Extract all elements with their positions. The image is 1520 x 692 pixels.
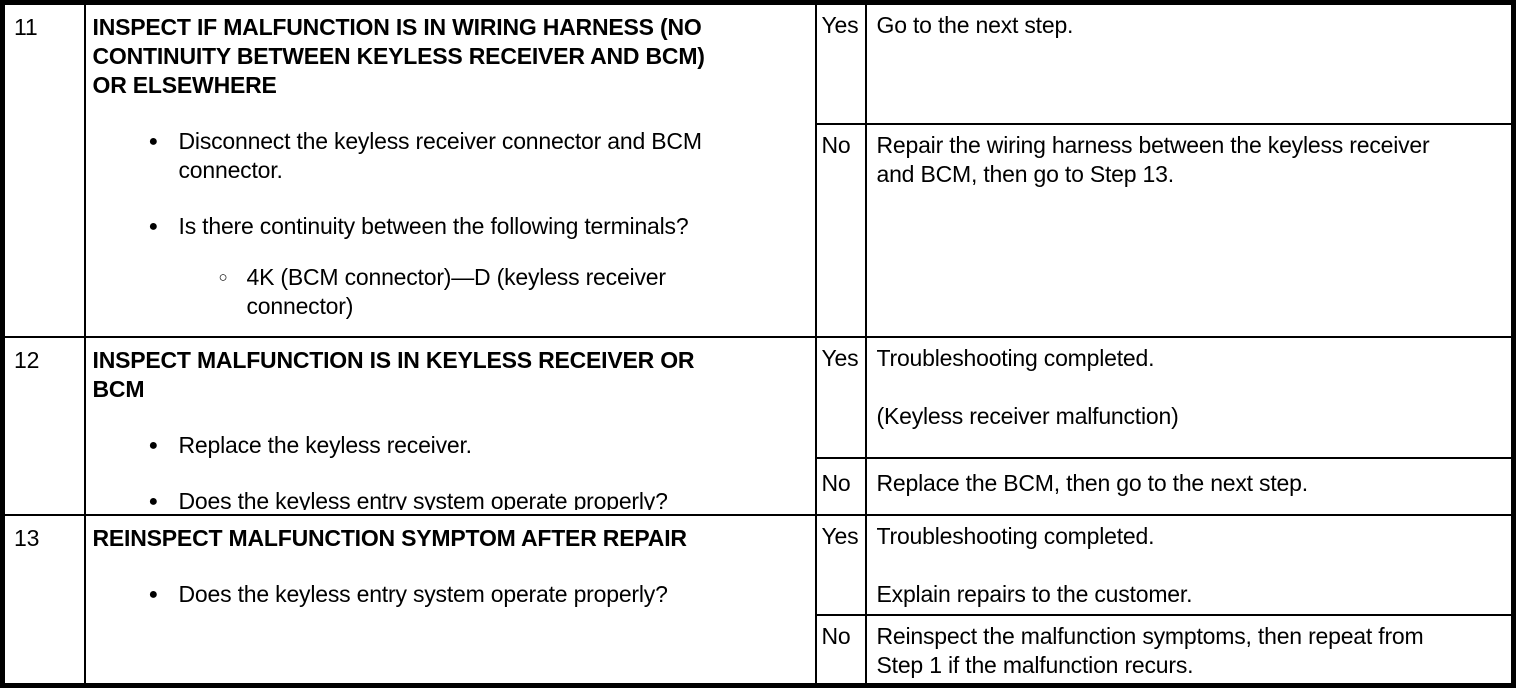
no-label-cell: No: [814, 457, 867, 516]
inspection-heading: INSPECT IF MALFUNCTION IS IN WIRING HARN…: [92, 14, 705, 98]
step-number: 13: [14, 524, 40, 551]
no-label: No: [821, 470, 851, 497]
yes-label: Yes: [821, 344, 859, 371]
bullet-text: Replace the keyless receiver.: [178, 431, 473, 458]
action-text: Reinspect the malfunction symptoms, then…: [876, 622, 1424, 678]
no-action-cell: Replace the BCM, then go to the next ste…: [864, 457, 1515, 516]
step-number: 12: [14, 346, 40, 373]
yes-action-cell: Go to the next step.: [864, 1, 1515, 125]
inspection-cell: REINSPECT MALFUNCTION SYMPTOM AFTER REPA…: [83, 513, 817, 687]
sub-bullet-icon: ○: [218, 269, 228, 286]
inspection-cell: INSPECT IF MALFUNCTION IS IN WIRING HARN…: [83, 1, 817, 338]
yes-label-cell: Yes: [814, 335, 867, 460]
bullet-icon: ●: [148, 492, 159, 510]
inspection-cell: INSPECT MALFUNCTION IS IN KEYLESS RECEIV…: [83, 335, 817, 516]
bullet-icon: ●: [148, 436, 159, 454]
table-row-step-13-no: No Reinspect the malfunction symptoms, t…: [3, 613, 1515, 687]
bullet-text: Does the keyless entry system operate pr…: [178, 487, 668, 510]
table-row-step-11-no: No Repair the wiring harness between the…: [3, 122, 1515, 338]
no-action-cell: Reinspect the malfunction symptoms, then…: [864, 613, 1515, 687]
action-text: Explain repairs to the customer.: [876, 580, 1193, 607]
inspection-heading: INSPECT MALFUNCTION IS IN KEYLESS RECEIV…: [92, 346, 695, 402]
no-label-cell: No: [814, 613, 867, 687]
step-number-cell: 11: [1, 1, 86, 338]
yes-label: Yes: [821, 522, 859, 549]
table-row-step-13-yes: 13 REINSPECT MALFUNCTION SYMPTOM AFTER R…: [1, 513, 1515, 687]
action-text: Replace the BCM, then go to the next ste…: [876, 470, 1309, 497]
yes-action-cell: Troubleshooting completed. Explain repai…: [864, 513, 1515, 616]
action-text: Troubleshooting completed.: [876, 344, 1155, 371]
yes-label: Yes: [821, 12, 859, 38]
table-row-step-12-yes: 12 INSPECT MALFUNCTION IS IN KEYLESS REC…: [1, 335, 1515, 516]
bullet-text: Does the keyless entry system operate pr…: [178, 580, 668, 607]
action-text: Go to the next step.: [876, 12, 1074, 38]
inspection-heading: REINSPECT MALFUNCTION SYMPTOM AFTER REPA…: [92, 524, 687, 551]
bullet-item: ● Replace the keyless receiver.: [93, 431, 809, 460]
table-row-step-11-yes: 11 INSPECT IF MALFUNCTION IS IN WIRING H…: [1, 1, 1515, 338]
table-row-step-12-no: No Replace the BCM, then go to the next …: [3, 457, 1515, 516]
action-text: Repair the wiring harness between the ke…: [876, 131, 1430, 187]
bullet-item: ● Disconnect the keyless receiver connec…: [93, 127, 809, 185]
bullet-item: ● Does the keyless entry system operate …: [93, 487, 809, 510]
no-label: No: [821, 622, 851, 649]
no-label: No: [821, 131, 851, 158]
action-text: (Keyless receiver malfunction): [876, 402, 1179, 429]
step-number: 11: [14, 14, 38, 40]
yes-label-cell: Yes: [814, 513, 867, 616]
sub-bullet-text: 4K (BCM connector)—D (keyless receiver c…: [246, 264, 666, 319]
bullet-text: Is there continuity between the followin…: [178, 213, 689, 239]
yes-action-cell: Troubleshooting completed. (Keyless rece…: [864, 335, 1515, 460]
bullet-item: ● Does the keyless entry system operate …: [93, 580, 809, 609]
bullet-icon: ●: [148, 133, 159, 150]
bullet-icon: ●: [148, 585, 159, 603]
action-text: Troubleshooting completed.: [876, 522, 1155, 549]
step-number-cell: 13: [1, 513, 86, 687]
no-label-cell: No: [814, 122, 867, 338]
bullet-icon: ●: [148, 218, 159, 235]
bullet-item: ● Is there continuity between the follow…: [93, 212, 809, 241]
bullet-text: Disconnect the keyless receiver connecto…: [178, 128, 702, 183]
no-action-cell: Repair the wiring harness between the ke…: [864, 122, 1515, 338]
step-number-cell: 12: [1, 335, 86, 516]
sub-bullet-item: ○ 4K (BCM connector)—D (keyless receiver…: [93, 263, 809, 321]
yes-label-cell: Yes: [814, 1, 867, 125]
